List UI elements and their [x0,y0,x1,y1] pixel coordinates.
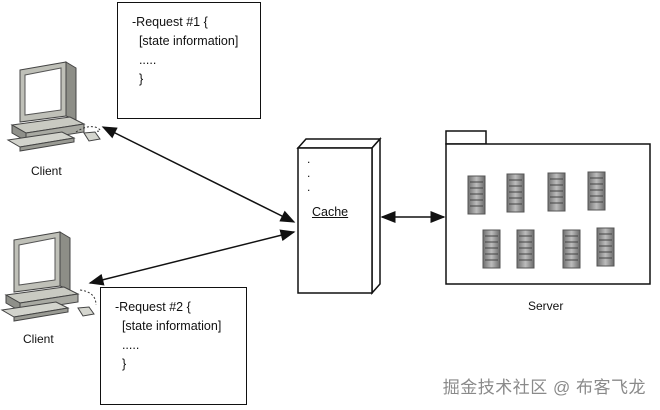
request-2-line-1: -Request #2 { [115,300,191,314]
request-2-line-2: [state information] [115,319,222,333]
request-2-line-4: } [115,357,127,371]
cache-label: Cache [312,205,349,219]
request-2-line-3: ..... [115,338,140,352]
request-1-text: -Request #1 { [state information] ..... … [132,13,238,89]
client-bottom-computer-icon [0,231,97,322]
request-1-box: -Request #1 { [state information] ..... … [117,2,261,119]
server-rack-icon [482,229,501,269]
server-rack-icon [547,172,566,212]
request-1-line-4: } [132,72,144,86]
server-label: Server [528,299,564,313]
server-rack-icon [467,175,486,215]
server-rack-icon [506,173,525,213]
server-rack-icon [587,171,606,211]
arrow-client1-cache [101,126,296,223]
request-2-box: -Request #2 { [state information] ..... … [100,287,247,405]
cache-dots: . . . [307,152,311,194]
server-rack-icon [596,227,615,267]
server-rack-icons [467,171,615,269]
client-bottom-label: Client [23,332,54,346]
request-1-line-2: [state information] [132,34,239,48]
request-2-text: -Request #2 { [state information] ..... … [115,298,221,374]
arrow-client2-cache [88,229,296,286]
request-1-line-3: ..... [132,53,157,67]
server-rack-icon [516,229,535,269]
client-top-computer-icon [6,61,101,152]
client-top-label: Client [31,164,62,178]
request-1-line-1: -Request #1 { [132,15,208,29]
watermark: 掘金技术社区 @ 布客飞龙 [442,378,646,397]
server-rack-icon [562,229,581,269]
cache-box-shape [296,137,382,295]
